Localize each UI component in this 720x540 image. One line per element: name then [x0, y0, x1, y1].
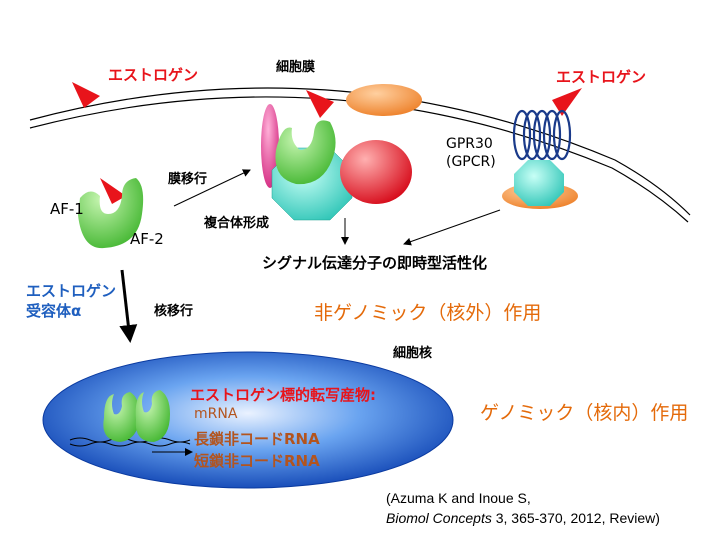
arrow-gpr30-down: [403, 209, 501, 246]
label-gpcr: (GPCR): [446, 154, 496, 170]
label-estrogen-right: エストロゲン: [556, 68, 647, 86]
green-receptor-cytoplasm: [78, 178, 144, 249]
cell-nucleus: [42, 351, 454, 489]
reference-line2: Biomol Concepts 3, 365-370, 2012, Review…: [386, 510, 660, 526]
label-cell-membrane: 細胞膜: [276, 60, 316, 75]
cyan-octagon-gpr30: [514, 160, 564, 206]
pink-membrane-anchor: [261, 104, 279, 188]
label-nongenomic-action: 非ゲノミック（核外）作用: [314, 302, 542, 324]
label-nucleus: 細胞核: [393, 346, 433, 361]
label-long-ncrna: 長鎖非コードRNA: [194, 430, 320, 448]
label-af2: AF-2: [130, 230, 164, 248]
dna-strand-1: [69, 437, 191, 443]
label-genomic-action: ゲノミック（核内）作用: [480, 402, 689, 424]
label-receptor-line2: 受容体α: [26, 302, 82, 320]
label-complex-formation: 複合体形成: [204, 216, 270, 231]
label-af1: AF-1: [50, 200, 84, 218]
dna-strand-2: [69, 441, 191, 447]
green-receptor-nucleus-left: [103, 392, 140, 442]
label-membrane-translocation: 膜移行: [168, 172, 208, 187]
reference-line1: (Azuma K and Inoue S,: [386, 490, 531, 506]
green-receptor-membrane: [275, 120, 336, 185]
label-receptor-line1: エストロゲン: [26, 282, 117, 300]
label-signaling: シグナル伝達分子の即時型活性化: [262, 254, 488, 272]
label-nuclear-translocation: 核移行: [154, 304, 194, 319]
label-mrna: mRNA: [194, 406, 238, 422]
label-gpr30: GPR30: [446, 136, 493, 152]
arrow-nuclear-translocation: [119, 269, 138, 343]
cell-membrane-inner: [29, 96, 689, 223]
orange-oval-membrane: [346, 84, 422, 116]
label-estrogen-left: エストロゲン: [108, 66, 199, 84]
label-target-products: エストロゲン標的転写産物:: [190, 386, 376, 404]
cell-membrane-outer: [29, 87, 691, 216]
green-receptor-nucleus-right: [135, 390, 170, 442]
arrow-membrane-translocation: [173, 169, 251, 207]
reference-details: 3, 365-370, 2012, Review): [491, 510, 660, 526]
red-oval-complex: [340, 140, 412, 204]
gpr30-coil-icon: [512, 109, 572, 161]
estrogen-top-triangle: [306, 90, 334, 118]
estrogen-cytoplasm-triangle: [100, 178, 126, 204]
estrogen-right-triangle: [552, 88, 582, 116]
label-short-ncrna: 短鎖非コードRNA: [194, 452, 320, 470]
reference-journal: Biomol Concepts: [386, 510, 492, 526]
estrogen-left-triangle: [72, 82, 100, 108]
